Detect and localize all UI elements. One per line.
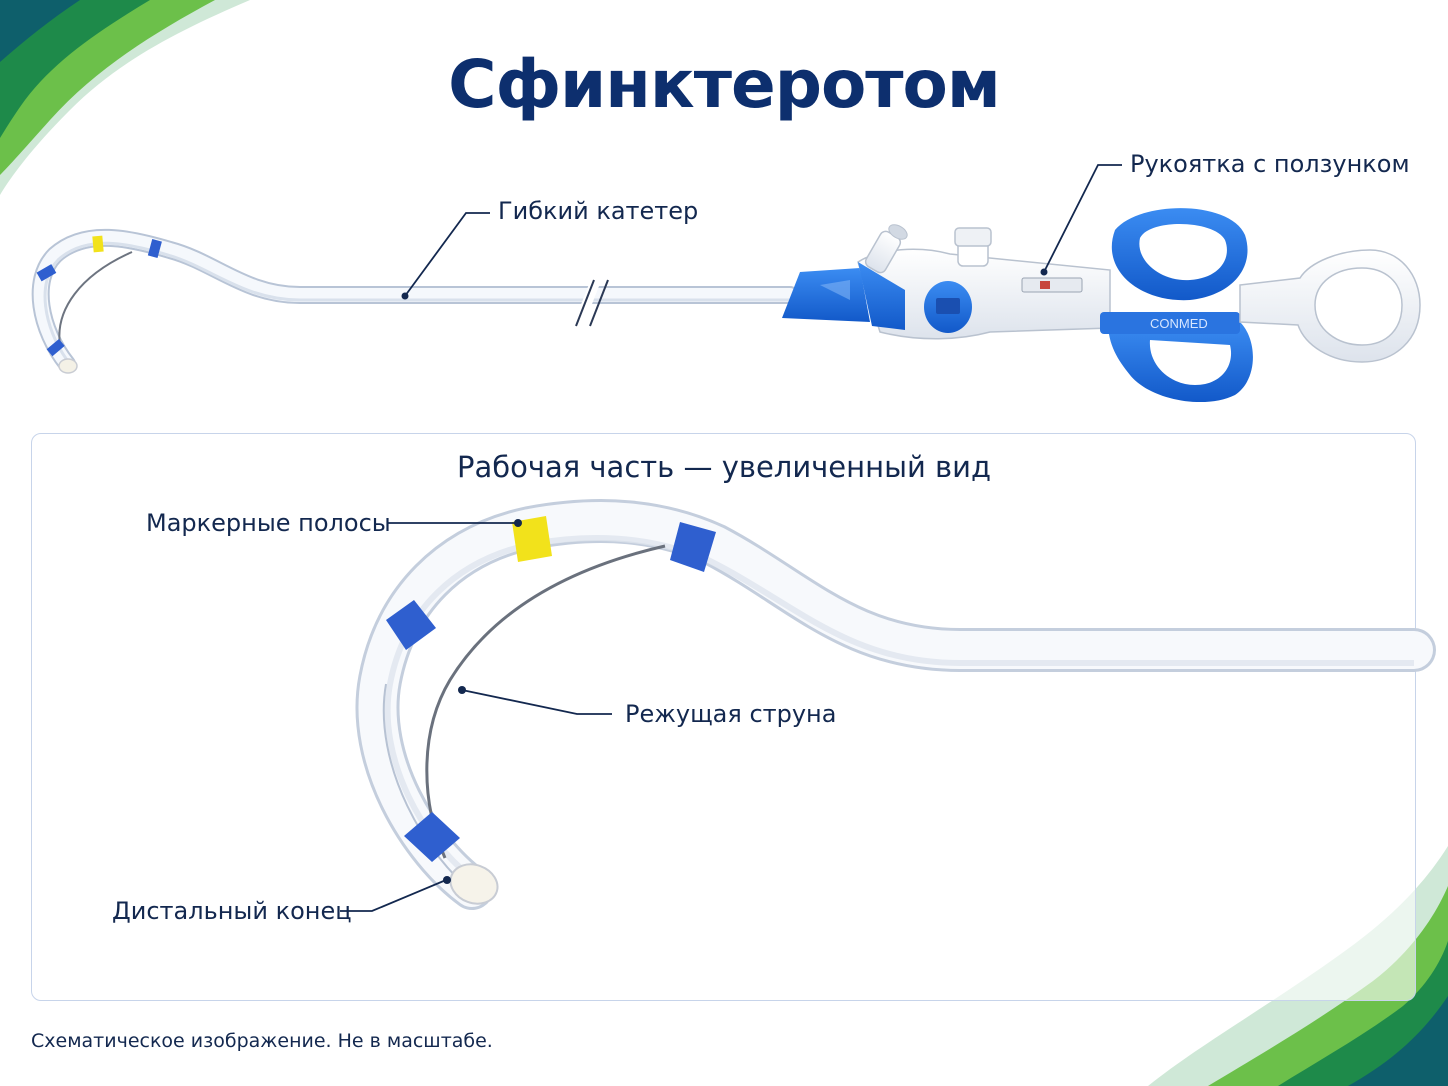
tip-overview (58, 358, 78, 374)
label-handle: Рукоятка с ползунком (1130, 150, 1410, 178)
label-catheter: Гибкий катетер (498, 197, 699, 225)
marker-blue-overview-3 (46, 339, 65, 357)
label-markers: Маркерные полосы (146, 509, 391, 537)
marker-blue-detail-2 (386, 600, 436, 650)
cutting-wire-overview (58, 251, 133, 346)
brand-logo: CONMED (1150, 316, 1208, 331)
tip-detail (449, 863, 499, 905)
finger-ring-top (1111, 208, 1248, 301)
marker-blue-overview-2 (36, 264, 57, 282)
marker-yellow-detail (512, 516, 552, 562)
marker-blue-detail-3 (404, 812, 460, 862)
catheter-detail (355, 499, 1436, 910)
marker-yellow-overview (92, 235, 104, 253)
label-tip: Дистальный конец (112, 897, 352, 925)
label-wire: Режущая струна (625, 700, 837, 728)
marker-blue-overview-1 (147, 238, 162, 258)
footnote: Схематическое изображение. Не в масштабе… (31, 1030, 493, 1052)
panel-title: Рабочая часть — увеличенный вид (456, 450, 992, 484)
marker-blue-detail-1 (670, 522, 716, 572)
catheter-overview (31, 228, 799, 374)
cutting-wire-detail (425, 544, 666, 859)
thumb-ring (1239, 249, 1421, 363)
finger-ring-bottom (1108, 322, 1253, 403)
page-title: Сфинктеротом (448, 46, 1001, 123)
